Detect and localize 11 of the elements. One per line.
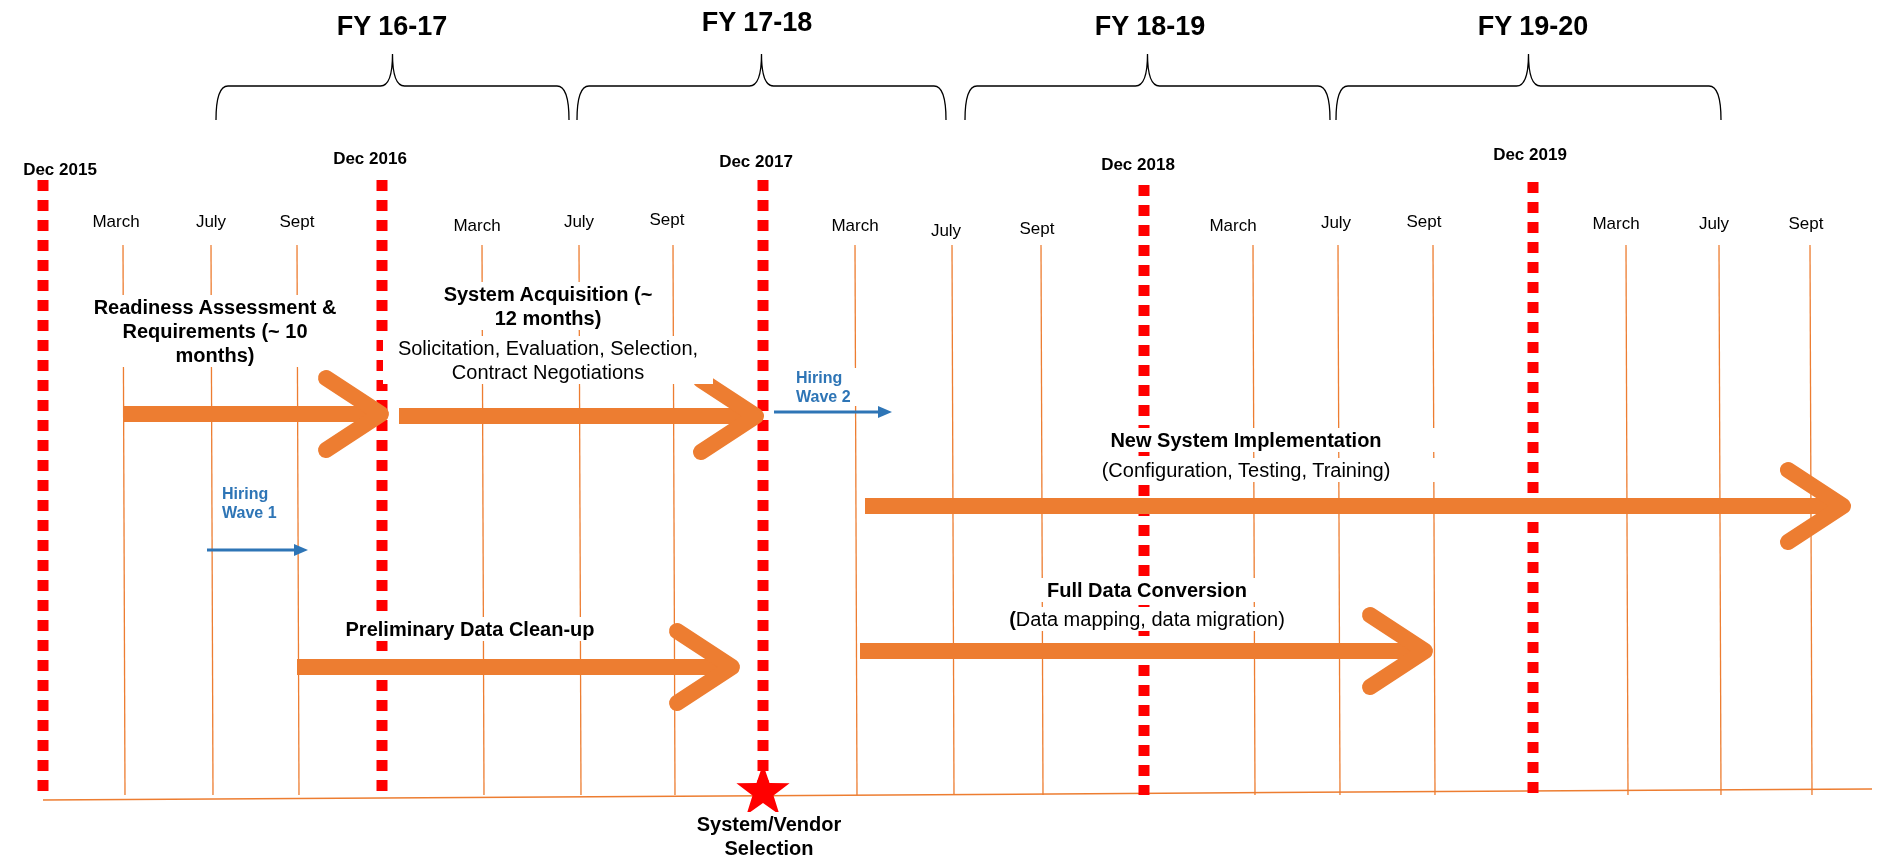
month-label: July (195, 212, 227, 233)
month-label: Sept (279, 212, 315, 233)
month-label: July (1698, 214, 1730, 235)
month-label: Sept (1788, 214, 1824, 235)
month-label: July (563, 212, 595, 233)
month-label: July (1320, 213, 1352, 234)
month-label: Sept (1019, 219, 1055, 240)
month-label: Sept (1406, 212, 1442, 233)
task-description: Solicitation, Evaluation, Selection, Contract Negotiations (383, 336, 713, 384)
month-label: July (930, 221, 962, 242)
month-label: Sept (649, 210, 685, 231)
